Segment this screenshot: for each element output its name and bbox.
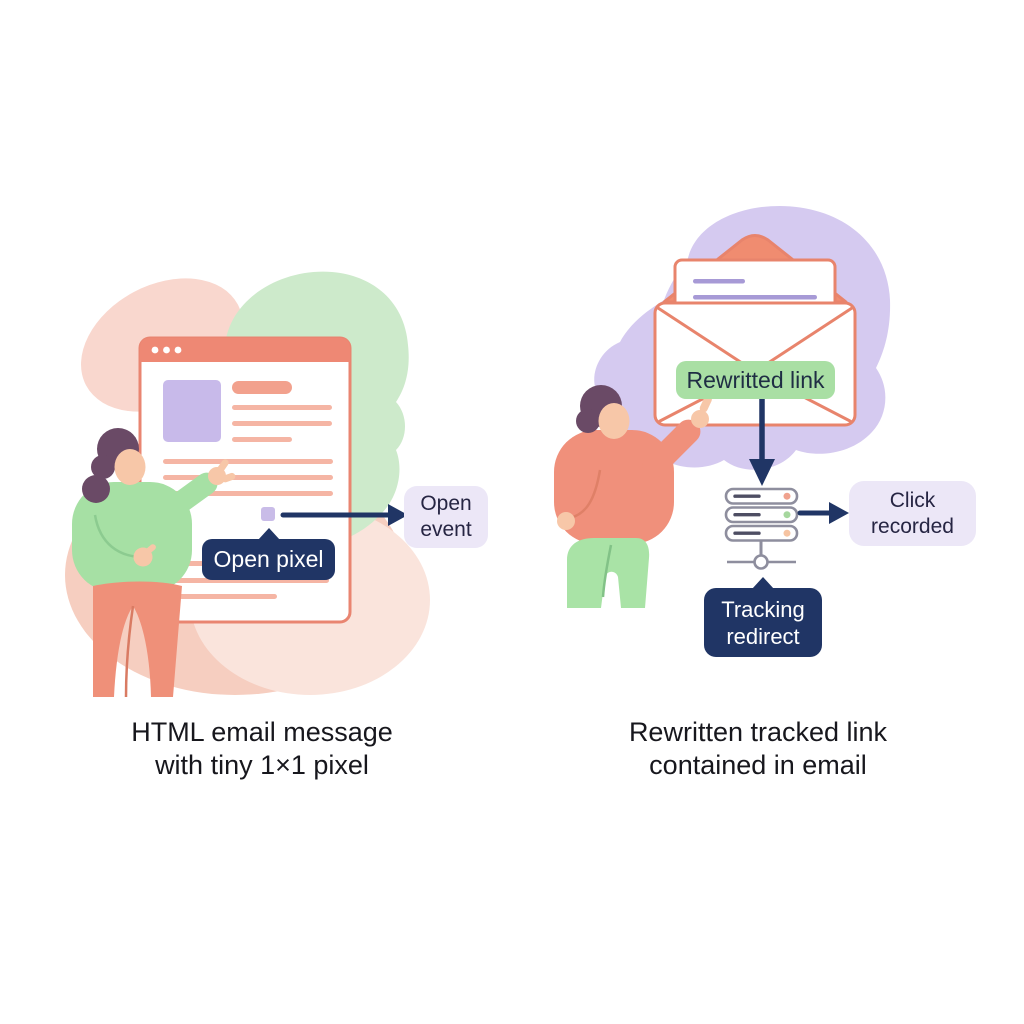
right-caption-line1: Rewritten tracked link	[628, 717, 888, 747]
badge-pointer-icon	[752, 577, 774, 589]
open-pixel-badge-label: Open pixel	[213, 546, 324, 572]
open-pixel-badge: Open pixel	[202, 528, 335, 580]
rewritten-link-badge: Rewritted link	[676, 361, 835, 399]
server-icon	[724, 487, 799, 570]
arrow-down-icon	[749, 396, 775, 486]
network-node-icon	[727, 540, 796, 570]
right-caption: Rewritten tracked link contained in emai…	[598, 716, 918, 782]
tracking-redirect-badge-label: Tracking redirect	[721, 596, 805, 649]
click-recorded-label: Click recorded	[849, 481, 976, 546]
left-caption-line2: with tiny 1×1 pixel	[155, 750, 369, 780]
window-control-dots	[151, 346, 182, 354]
tracking-pixel-icon	[261, 507, 275, 521]
right-caption-line2: contained in email	[649, 750, 867, 780]
image-placeholder	[163, 380, 221, 442]
badge-pointer-icon	[257, 528, 280, 540]
man-figure	[554, 385, 712, 608]
arrow-right-icon	[280, 504, 408, 526]
click-arrow-right-icon	[797, 502, 849, 524]
open-event-label: Open event	[404, 486, 488, 548]
tracking-redirect-badge: Tracking redirect	[704, 577, 822, 657]
woman-figure	[72, 428, 236, 698]
left-caption-line1: HTML email message	[131, 717, 393, 747]
left-caption: HTML email message with tiny 1×1 pixel	[102, 716, 422, 782]
